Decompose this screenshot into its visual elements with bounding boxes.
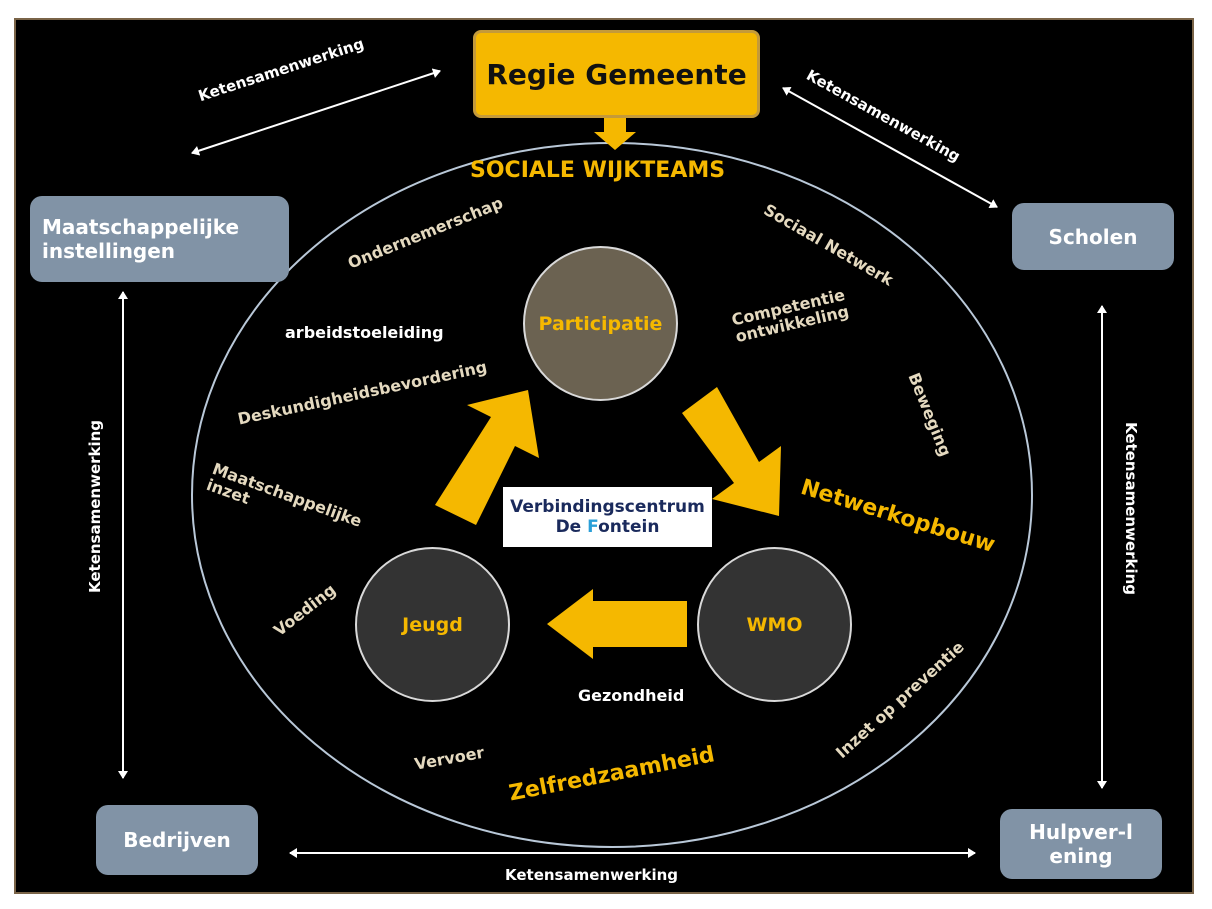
logo-line-1: Verbindingscentrum [510,497,705,517]
logo-accent-letter: F [587,517,599,537]
arrow-wmo-to-jeugd [547,589,687,659]
chain-label-bottom: Ketensamenwerking [505,866,679,884]
hulpverlening-label: Hulpver-lening [1029,820,1133,868]
chain-label-left: Ketensamenwerking [86,419,104,593]
participatie-circle: Participatie [523,246,678,401]
jeugd-circle: Jeugd [355,547,510,702]
regie-down-arrow [594,118,636,150]
theme-gezondheid: Gezondheid [578,686,685,705]
theme-arbeidstoeleiding: arbeidstoeleiding [285,323,444,342]
wmo-label: WMO [746,613,803,636]
regie-gemeente-box: Regie Gemeente [473,30,760,118]
arrow-participatie-to-wmo [682,387,781,516]
scholen-label: Scholen [1048,224,1138,249]
regie-gemeente-label: Regie Gemeente [486,57,747,91]
chain-arrow-top-right [782,87,998,208]
hulpverlening-box: Hulpver-lening [1000,809,1162,879]
sociale-wijkteams-title: SOCIALE WIJKTEAMS [470,158,726,183]
wmo-circle: WMO [697,547,852,702]
arrow-jeugd-to-participatie [435,390,539,525]
chain-label-right: Ketensamenwerking [1122,422,1140,596]
bedrijven-label: Bedrijven [123,828,231,852]
maatschappelijke-instellingen-label: Maatschappelijke instellingen [42,215,240,263]
verbindingscentrum-logo: Verbindingscentrum De Fontein [503,487,712,547]
chain-arrow-top-left [191,68,441,156]
maatschappelijke-instellingen-box: Maatschappelijke instellingen [30,196,289,282]
bedrijven-box: Bedrijven [96,805,258,875]
jeugd-label: Jeugd [402,613,463,636]
participatie-label: Participatie [538,312,663,335]
scholen-box: Scholen [1012,203,1174,270]
logo-line-2: De Fontein [555,517,660,537]
